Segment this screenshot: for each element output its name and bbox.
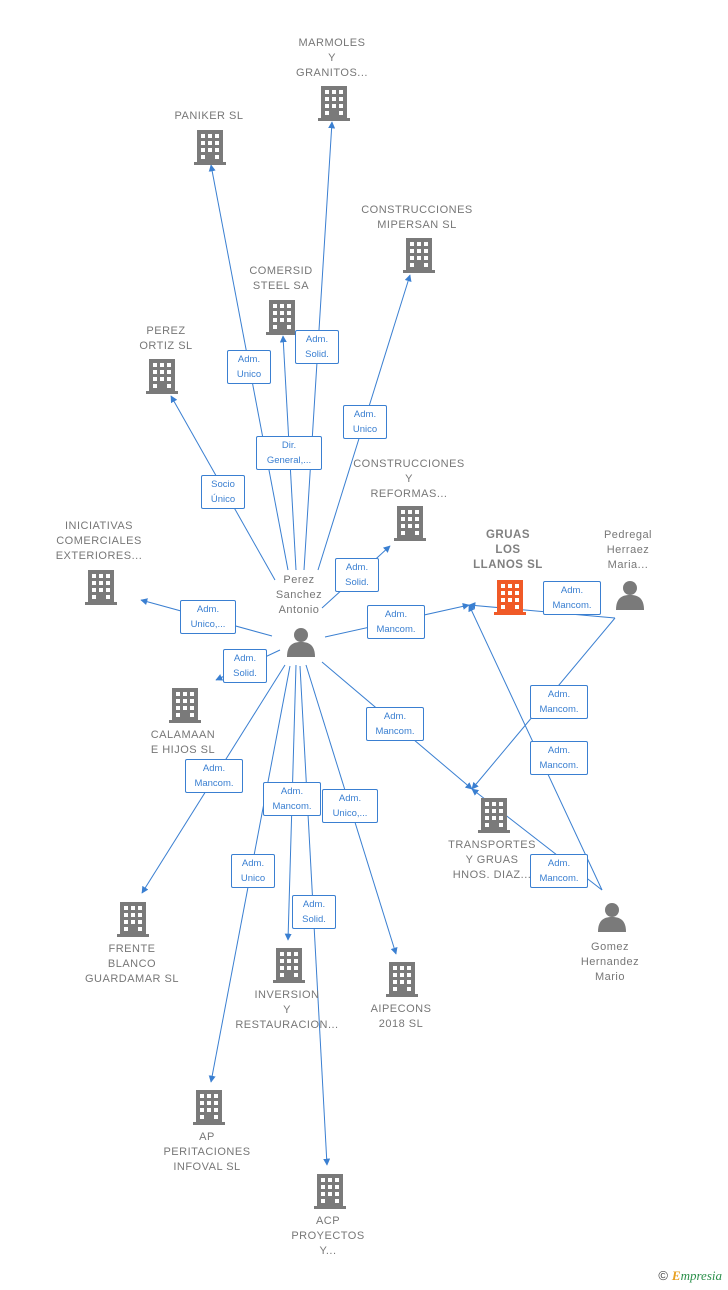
edge-label-gomez-to-transportes[interactable]: Adm. Mancom. xyxy=(530,854,588,888)
building-icon-ap_peritaciones[interactable] xyxy=(193,1090,225,1125)
node-label-construcciones_reformas[interactable]: CONSTRUCCIONES Y REFORMAS... xyxy=(353,458,465,500)
edge-label-perez-to-acp[interactable]: Adm. Mancom. xyxy=(263,782,321,816)
building-icon-gruas[interactable] xyxy=(494,580,526,615)
building-icon-acp[interactable] xyxy=(314,1174,346,1209)
building-icon-iniciativas[interactable] xyxy=(85,570,117,605)
node-label-acp[interactable]: ACP PROYECTOS Y... xyxy=(291,1215,365,1257)
building-icon-inversion[interactable] xyxy=(273,948,305,983)
node-label-ap_peritaciones[interactable]: AP PERITACIONES INFOVAL SL xyxy=(163,1131,251,1173)
building-icon-frente[interactable] xyxy=(117,902,149,937)
edge-label-perez-to-iniciativas[interactable]: Adm. Unico,... xyxy=(180,600,236,634)
person-icon-gomez[interactable] xyxy=(598,903,626,932)
building-icon-transportes[interactable] xyxy=(478,798,510,833)
edge-label-perez-to-perez_ortiz[interactable]: Socio Único xyxy=(201,475,245,509)
node-label-comersid[interactable]: COMERSID STEEL SA xyxy=(249,265,313,292)
edge-label-perez-to-gruas[interactable]: Adm. Mancom. xyxy=(367,605,425,639)
edge-pedregal-to-gruas xyxy=(468,602,616,619)
edge-label-perez-to-paniker[interactable]: Adm. Unico xyxy=(227,350,271,384)
person-icon-pedregal[interactable] xyxy=(616,581,644,610)
brand-initial: E xyxy=(671,1268,681,1283)
copyright-symbol: © xyxy=(658,1268,668,1283)
edge-label-perez-to-calamaan[interactable]: Adm. Solid. xyxy=(223,649,267,683)
building-icon-calamaan[interactable] xyxy=(169,688,201,723)
edge-label-perez-to-transportes[interactable]: Adm. Mancom. xyxy=(366,707,424,741)
node-label-marmoles[interactable]: MARMOLES Y GRANITOS... xyxy=(296,37,368,79)
node-label-iniciativas[interactable]: INICIATIVAS COMERCIALES EXTERIORES... xyxy=(55,520,143,562)
node-label-perez_ortiz[interactable]: PEREZ ORTIZ SL xyxy=(139,325,193,352)
brand-name: mpresia xyxy=(680,1268,722,1283)
building-icon-construcciones_mipersan[interactable] xyxy=(403,238,435,273)
edge-label-perez-to-inversion[interactable]: Adm. Solid. xyxy=(292,895,336,929)
node-label-frente[interactable]: FRENTE BLANCO GUARDAMAR SL xyxy=(84,943,180,985)
edge-label-perez-to-comersid[interactable]: Dir. General,... xyxy=(256,436,322,470)
building-icon-comersid[interactable] xyxy=(266,300,298,335)
node-label-gomez[interactable]: Gomez Hernandez Mario xyxy=(580,941,640,983)
person-icon-perez[interactable] xyxy=(287,628,315,657)
edge-label-perez-to-frente[interactable]: Adm. Mancom. xyxy=(185,759,243,793)
edge-label-pedregal-to-transportes[interactable]: Adm. Mancom. xyxy=(530,685,588,719)
building-icon-perez_ortiz[interactable] xyxy=(146,359,178,394)
edge-label-perez-to-aipecons[interactable]: Adm. Unico,... xyxy=(322,789,378,823)
node-label-transportes[interactable]: TRANSPORTES Y GRUAS HNOS. DIAZ... xyxy=(448,839,536,881)
edge-label-pedregal-to-gruas[interactable]: Adm. Mancom. xyxy=(543,581,601,615)
empresia-watermark: ©Empresia xyxy=(658,1268,722,1284)
node-label-inversion[interactable]: INVERSION Y RESTAURACION... xyxy=(235,989,339,1031)
node-label-aipecons[interactable]: AIPECONS 2018 SL xyxy=(370,1003,432,1030)
edge-label-perez-to-ap_peritaciones[interactable]: Adm. Unico xyxy=(231,854,275,888)
edge-label-gomez-to-gruas[interactable]: Adm. Mancom. xyxy=(530,741,588,775)
building-icon-marmoles[interactable] xyxy=(318,86,350,121)
edge-label-perez-to-construcciones_mipersan[interactable]: Adm. Unico xyxy=(343,405,387,439)
building-icon-aipecons[interactable] xyxy=(386,962,418,997)
node-label-perez[interactable]: Perez Sanchez Antonio xyxy=(275,574,323,616)
building-icon-construcciones_reformas[interactable] xyxy=(394,506,426,541)
node-label-calamaan[interactable]: CALAMAAN E HIJOS SL xyxy=(150,729,216,756)
node-label-paniker[interactable]: PANIKER SL xyxy=(174,110,244,122)
edge-label-perez-to-marmoles[interactable]: Adm. Solid. xyxy=(295,330,339,364)
edge-label-perez-to-construcciones_reformas[interactable]: Adm. Solid. xyxy=(335,558,379,592)
node-label-gruas[interactable]: GRUAS LOS LLANOS SL xyxy=(473,529,543,571)
node-label-construcciones_mipersan[interactable]: CONSTRUCCIONES MIPERSAN SL xyxy=(361,204,473,231)
node-label-pedregal[interactable]: Pedregal Herraez Maria... xyxy=(603,529,653,571)
building-icon-paniker[interactable] xyxy=(194,130,226,165)
